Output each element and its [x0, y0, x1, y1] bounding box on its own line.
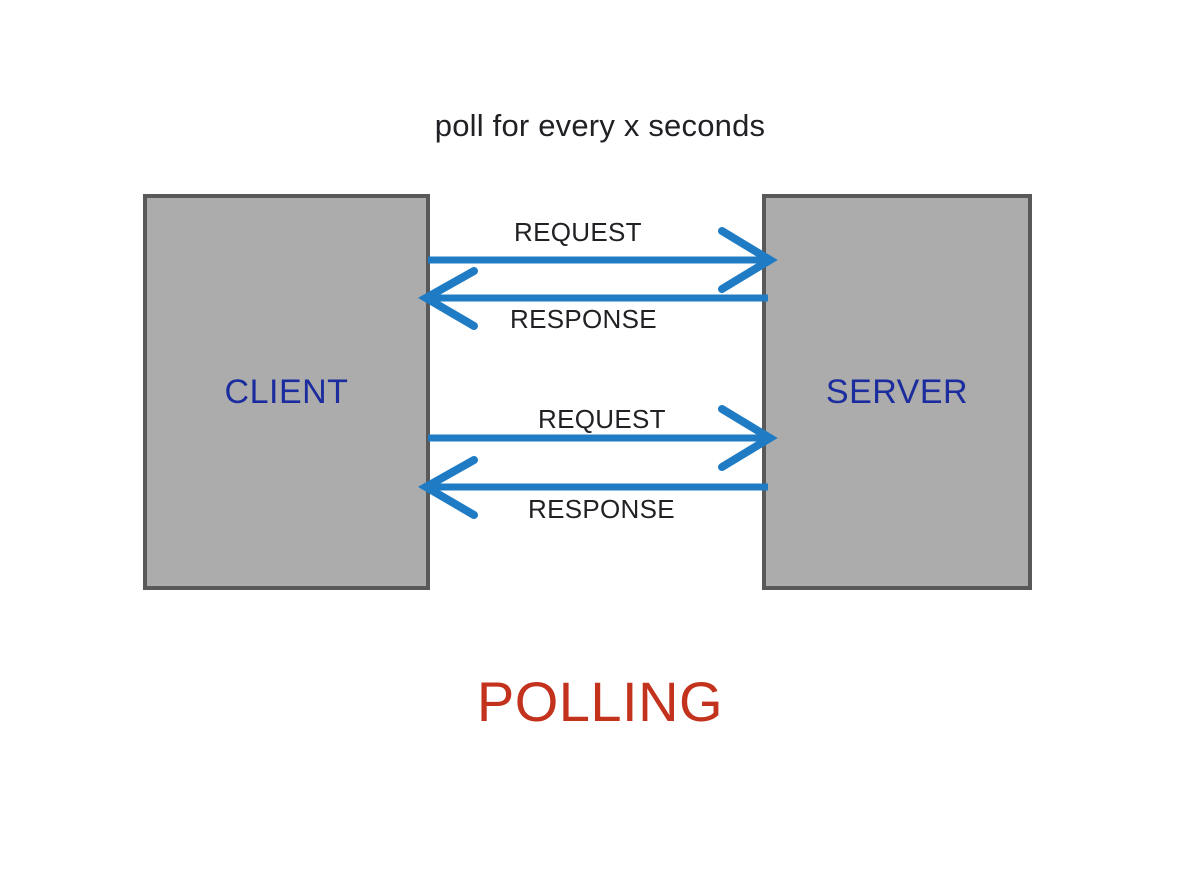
node-client: CLIENT	[143, 194, 430, 590]
node-server-label: SERVER	[825, 372, 969, 411]
node-server: SERVER	[762, 194, 1032, 590]
arrow-label-request-1: REQUEST	[514, 217, 642, 247]
arrow-label-response-1: RESPONSE	[510, 304, 657, 334]
diagram-title: poll for every x seconds	[434, 108, 766, 143]
arrow-label-response-2: RESPONSE	[528, 494, 675, 524]
node-client-label: CLIENT	[224, 372, 349, 411]
arrow-label-request-2: REQUEST	[538, 404, 666, 434]
diagram-caption: POLLING	[476, 670, 724, 733]
